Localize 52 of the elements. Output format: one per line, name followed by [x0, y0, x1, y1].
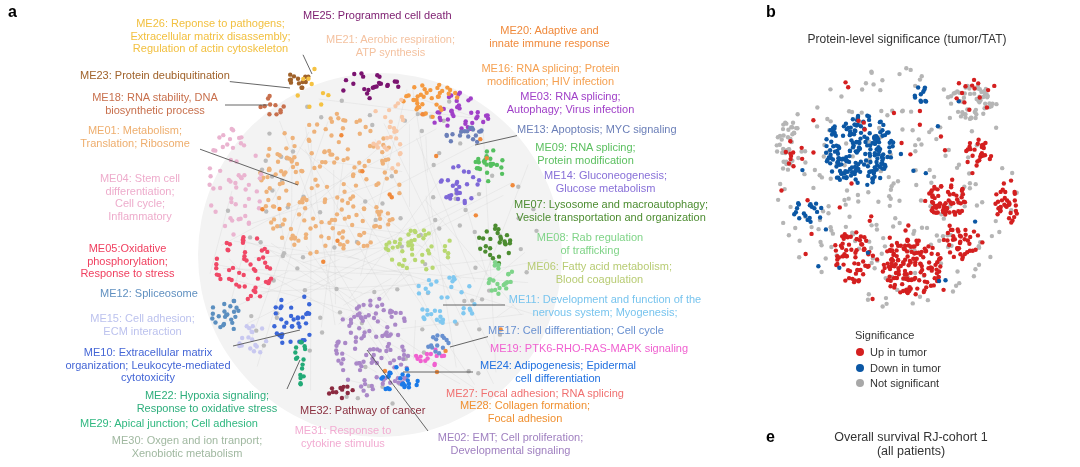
legend-label: Down in tumor	[870, 362, 941, 374]
module-label: ME21: Aerobic respiration; ATP synthesis	[325, 33, 456, 59]
leader-line	[232, 329, 301, 347]
module-label: ME19: PTK6-RHO-RAS-MAPK signaling	[490, 342, 689, 355]
module-label: ME22: Hypoxia signaling; Response to oxidative stress	[127, 389, 287, 415]
module-label: ME32: Pathway of cancer	[300, 404, 426, 417]
leader-line	[449, 336, 489, 348]
module-label: ME31: Response to cytokine stimulus	[293, 424, 393, 450]
panel-letter: e	[766, 428, 775, 446]
plot-title: Protein-level significance (tumor/TAT)	[806, 33, 1008, 47]
module-label: ME20: Adaptive and innate immune response	[488, 24, 611, 50]
module-label: ME06: Fatty acid metabolism; Blood coagulation	[526, 260, 673, 286]
module-label: ME04: Stem cell differentiation; Cell cycle; Inflammatory	[98, 172, 182, 223]
module-label: ME26: Reponse to pathogens; Extracellular matrix disassembly; Regulation of actin cytoskeleton	[118, 17, 303, 55]
module-label: ME07: Lysosome and macroautophagy; Vesicle transportation and organization	[512, 198, 709, 224]
leader-line	[474, 135, 518, 146]
module-label: ME14: Gluconeogenesis; Glucose metabolism	[543, 169, 668, 195]
plot-title: Overall survival RJ-cohort 1 (all patients)	[833, 430, 989, 459]
module-label: ME02: EMT; Cell proliferation; Developmental signaling	[428, 431, 593, 457]
panel-letter: b	[766, 3, 776, 21]
module-label: ME15: Cell adhesion; ECM interaction	[89, 312, 196, 338]
module-label: ME08: Rab regulation of trafficking	[535, 231, 645, 257]
leader-line	[302, 54, 313, 75]
module-label: ME28: Collagen formation; Focal adhesion	[458, 399, 592, 425]
module-label: ME09: RNA splicing; Protein modification	[534, 141, 637, 167]
module-label: ME23: Protein deubiquitination	[80, 69, 230, 82]
panel-letter: a	[8, 3, 17, 21]
module-label: ME01: Metabolism; Translation; Ribosome	[70, 124, 200, 150]
module-label: ME27: Focal adhesion; RNA splicing	[446, 387, 624, 400]
module-label: ME16: RNA splicing; Protein modification; HIV infection	[480, 62, 621, 88]
module-label: ME29: Apical junction; Cell adhesion	[80, 417, 258, 430]
leader-line	[286, 359, 301, 390]
leader-line	[442, 304, 506, 306]
module-label: ME17: Cell differentiation; Cell cycle	[488, 324, 664, 337]
leader-line	[402, 371, 474, 373]
module-label: ME25: Programmed cell death	[303, 9, 452, 22]
legend-title: Significance	[855, 329, 915, 342]
leader-line	[224, 104, 269, 106]
leader-line	[229, 81, 291, 89]
module-label: ME12: Spliceosome	[100, 287, 198, 300]
legend-label: Not significant	[870, 377, 940, 389]
module-label: ME24: Adipogenesis; Epidermal cell differentiation	[473, 359, 643, 385]
module-label: ME18: RNA stability, DNA biosynthetic process	[85, 91, 225, 117]
module-label: ME30: Oxgen and ion tranport; Xenobiotic metabolism	[110, 434, 264, 460]
module-label: ME05:Oxidative phosphorylation; Response to stress	[79, 242, 176, 280]
module-label: ME10: Extracellular matrix organization; Leukocyte-mediated cytotoxicity	[63, 346, 233, 384]
leader-line	[366, 349, 429, 432]
module-label: ME13: Apoptosis; MYC signaling	[517, 123, 677, 136]
legend-label: Up in tumor	[870, 346, 927, 358]
module-label: ME11: Development and function of the nervous system; Myogenesis;	[505, 293, 705, 319]
module-label: ME03: RNA splicing; Autophagy; Virus infection	[505, 90, 636, 116]
leader-line	[199, 148, 299, 186]
